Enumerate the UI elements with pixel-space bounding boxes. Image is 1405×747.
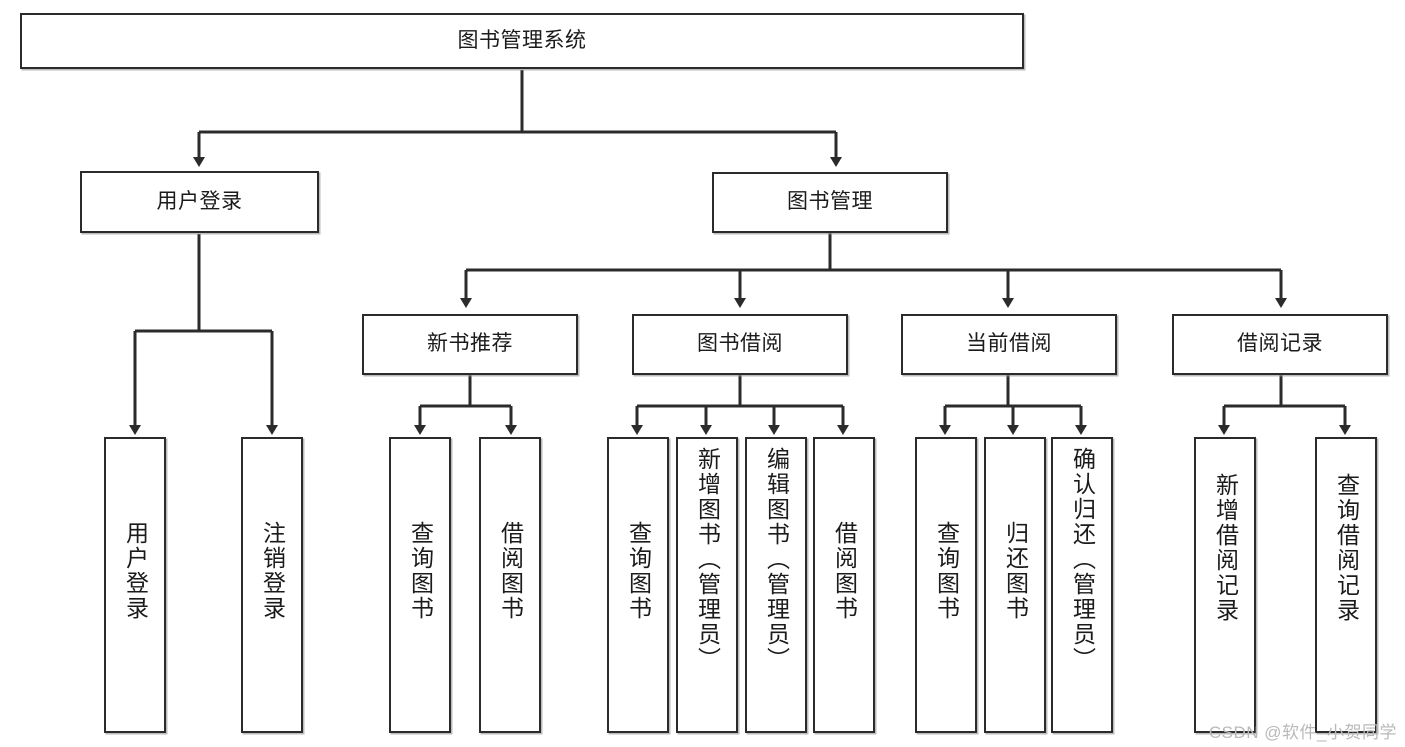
node-label: 确认归还（管理员） — [1069, 447, 1096, 672]
node-leaf-add-borrow-record[interactable]: 新增借阅记录 — [1194, 437, 1256, 733]
node-label: 借阅图书 — [831, 521, 858, 621]
node-label: 当前借阅 — [966, 332, 1052, 356]
node-label: 编辑图书（管理员） — [763, 447, 790, 672]
node-leaf-borrow-book[interactable]: 借阅图书 — [813, 437, 875, 733]
node-leaf-query-book-current[interactable]: 查询图书 — [915, 437, 977, 733]
node-leaf-confirm-return-admin[interactable]: 确认归还（管理员） — [1051, 437, 1113, 733]
node-leaf-add-book-admin[interactable]: 新增图书（管理员） — [676, 437, 738, 733]
node-leaf-logout[interactable]: 注销登录 — [241, 437, 303, 733]
node-leaf-query-borrow-record[interactable]: 查询借阅记录 — [1315, 437, 1377, 733]
node-label: 借阅图书 — [497, 521, 524, 621]
node-user-login[interactable]: 用户登录 — [80, 171, 319, 233]
node-leaf-query-book-recommend[interactable]: 查询图书 — [389, 437, 451, 733]
node-label: 新增图书（管理员） — [694, 447, 721, 672]
node-label: 借阅记录 — [1237, 332, 1323, 356]
node-leaf-borrow-book-recommend[interactable]: 借阅图书 — [479, 437, 541, 733]
node-leaf-user-login[interactable]: 用户登录 — [104, 437, 166, 733]
node-book-management[interactable]: 图书管理 — [712, 172, 948, 233]
node-label: 图书管理 — [787, 190, 873, 214]
node-leaf-edit-book-admin[interactable]: 编辑图书（管理员） — [745, 437, 807, 733]
node-label: 新书推荐 — [427, 332, 513, 356]
node-current-borrow[interactable]: 当前借阅 — [901, 314, 1117, 375]
node-label: 图书管理系统 — [457, 28, 587, 52]
node-label: 新增借阅记录 — [1212, 473, 1239, 623]
node-label: 图书借阅 — [697, 332, 783, 356]
node-label: 查询图书 — [933, 521, 960, 621]
node-label: 查询图书 — [625, 521, 652, 621]
node-leaf-query-book-borrow[interactable]: 查询图书 — [607, 437, 669, 733]
node-root-book-management-system[interactable]: 图书管理系统 — [20, 13, 1024, 69]
node-label: 注销登录 — [259, 521, 286, 621]
node-label: 用户登录 — [156, 189, 243, 213]
node-label: 用户登录 — [122, 521, 149, 621]
node-book-borrow[interactable]: 图书借阅 — [632, 314, 848, 375]
node-label: 归还图书 — [1002, 521, 1029, 621]
node-label: 查询图书 — [407, 521, 434, 621]
node-label: 查询借阅记录 — [1333, 473, 1360, 623]
node-leaf-return-book[interactable]: 归还图书 — [984, 437, 1046, 733]
node-new-book-recommend[interactable]: 新书推荐 — [362, 314, 578, 375]
node-borrow-record[interactable]: 借阅记录 — [1172, 314, 1388, 375]
